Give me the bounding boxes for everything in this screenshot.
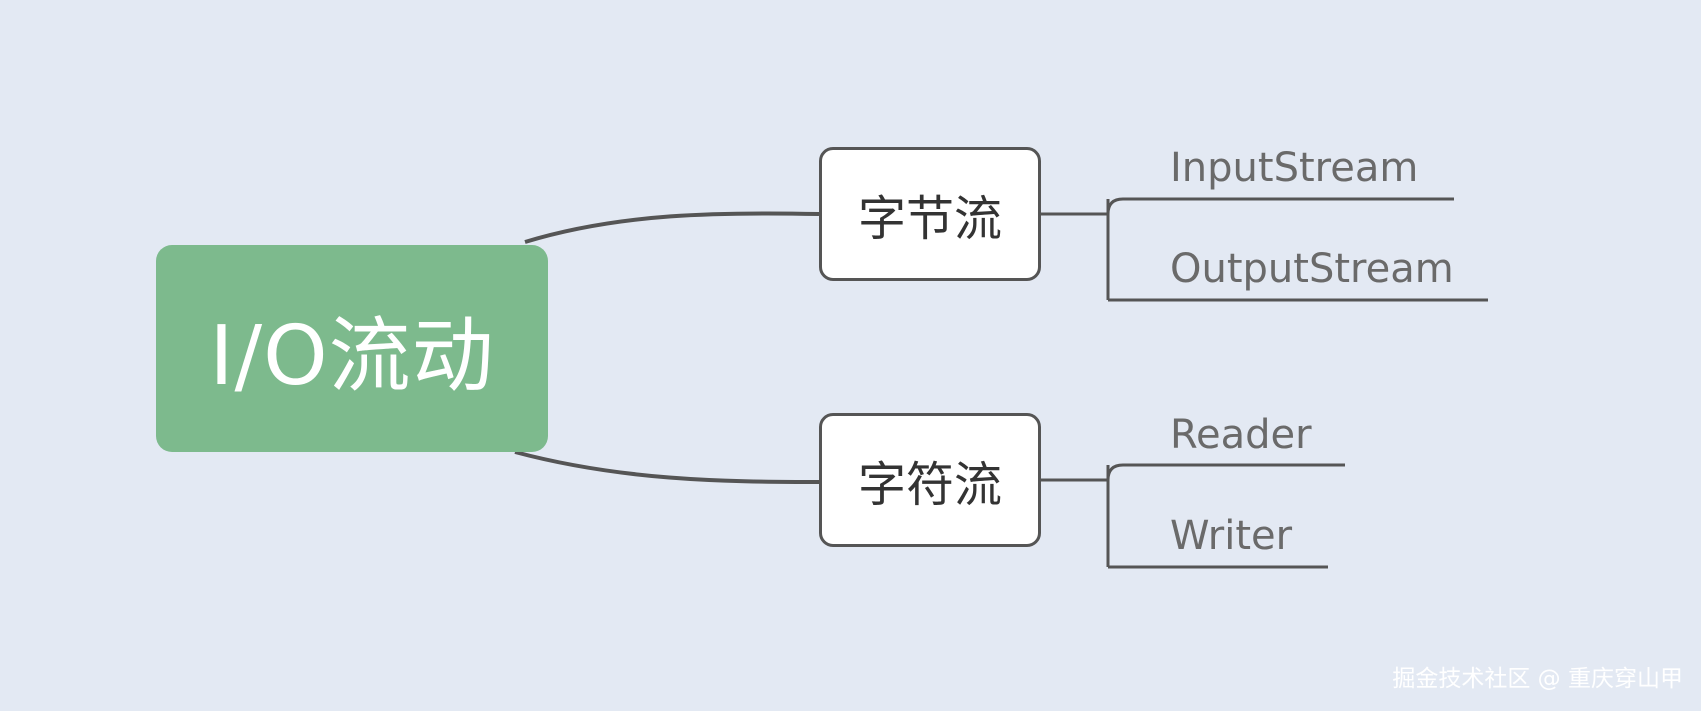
leaf-inputstream: InputStream <box>1170 145 1419 191</box>
connector-root-bytes <box>524 211 820 244</box>
leaf-writer: Writer <box>1170 513 1293 559</box>
leaf-outputstream: OutputStream <box>1170 246 1454 292</box>
branch-node-chars: 字符流 <box>819 413 1041 547</box>
branch-node-chars-label: 字符流 <box>857 457 1002 513</box>
leaf-reader: Reader <box>1170 412 1312 458</box>
connector-reader-curve <box>1106 463 1124 481</box>
watermark: 掘金技术社区 @ 重庆穿山甲 <box>1392 666 1683 692</box>
connector-root-chars <box>514 450 820 484</box>
branch-node-bytes-label: 字节流 <box>857 191 1002 247</box>
root-node-label: I/O流动 <box>209 309 495 404</box>
root-node: I/O流动 <box>156 245 548 452</box>
branch-node-bytes: 字节流 <box>819 147 1041 281</box>
connector-inputstream-curve <box>1106 197 1124 215</box>
